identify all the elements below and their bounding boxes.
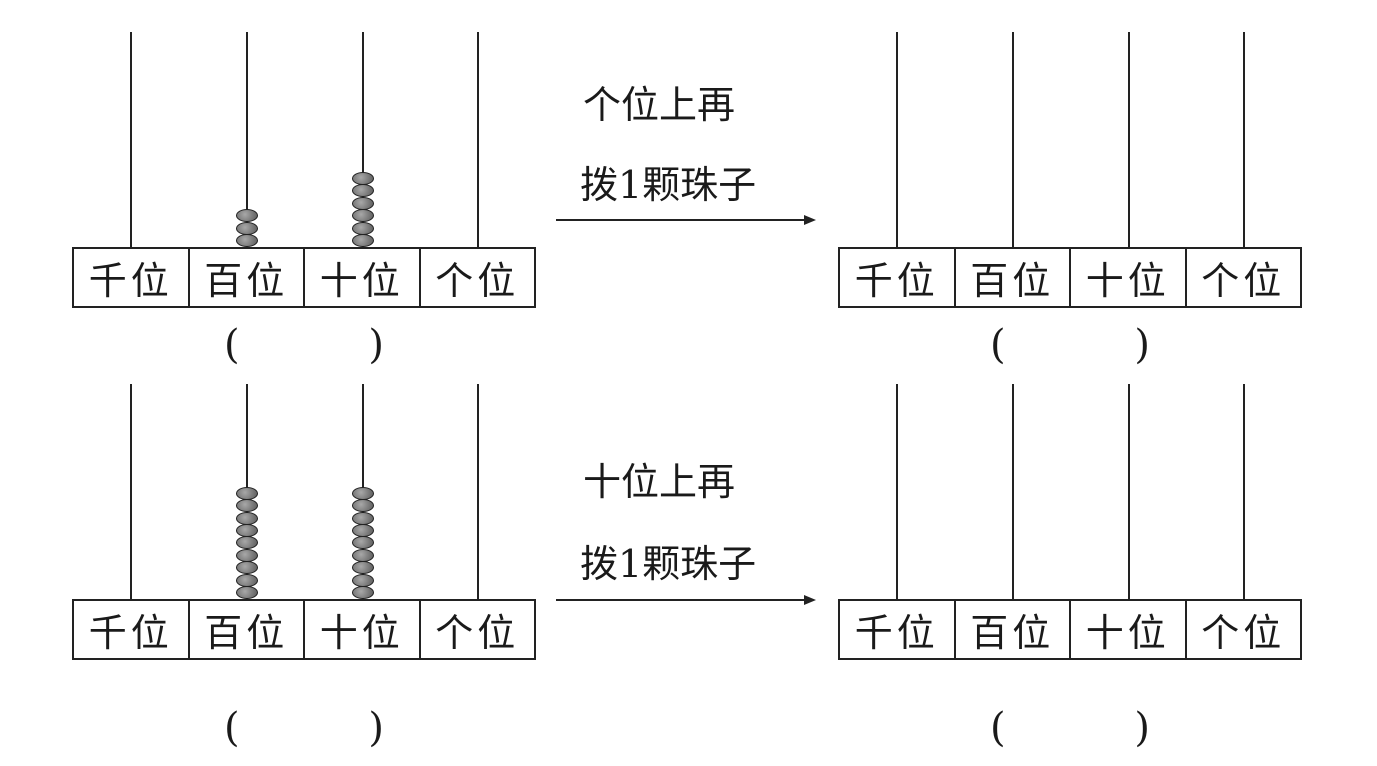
close-paren: ) [1134,705,1150,751]
rod-thousands [130,32,132,247]
bead-tens [352,499,374,513]
bead-hundreds [236,234,258,247]
rod-ones [1243,384,1245,599]
label-thousands: 千位 [840,249,956,306]
rods [72,384,536,599]
bead-tens [352,172,374,185]
rod-ones [477,384,479,599]
close-paren: ) [1134,322,1150,368]
bead-tens [352,524,374,537]
answer-blank-row1-left[interactable]: ( ) [224,320,384,370]
rod-thousands [896,32,898,247]
label-tens: 十位 [1071,249,1187,306]
bead-tens [352,221,374,235]
bead-hundreds [236,561,258,575]
label-thousands: 千位 [74,601,190,658]
rod-ones [1243,32,1245,247]
open-paren: ( [224,322,240,368]
answer-blank-row2-left[interactable]: ( ) [224,703,384,753]
rods [838,384,1302,599]
rod-tens [1128,32,1130,247]
label-tens: 十位 [305,249,421,306]
instruction-row2-line2: 拨1颗珠子 [580,542,757,586]
rod-tens [362,32,364,247]
close-paren: ) [368,322,384,368]
instruction-row1-line2: 拨1颗珠子 [580,163,757,207]
bead-hundreds [236,499,258,513]
label-ones: 个位 [435,259,520,303]
bead-tens [352,184,374,198]
bead-tens [352,573,374,587]
label-hundreds: 百位 [956,601,1071,658]
abacus-row2-before: 千位 百位 十位 个位 [72,384,536,664]
abacus-row1-after: 千位 百位 十位 个位 [838,32,1302,312]
answer-blank-row2-right[interactable]: ( ) [990,703,1150,753]
arrow-row2-icon [556,595,816,605]
answer-blank-row1-right[interactable]: ( ) [990,320,1150,370]
bead-tens [352,548,374,562]
bead-tens [352,234,374,247]
rod-tens [1128,384,1130,599]
rod-thousands [130,384,132,599]
label-hundreds: 百位 [190,249,305,306]
bead-tens [352,511,374,525]
rod-hundreds [1012,32,1014,247]
bead-tens [352,486,374,500]
open-paren: ( [990,322,1006,368]
place-value-labels: 千位 百位 十位 个位 [72,247,536,308]
bead-hundreds [236,524,258,537]
open-paren: ( [990,705,1006,751]
place-value-labels: 千位 百位 十位 个位 [838,599,1302,660]
bead-hundreds [236,536,258,550]
label-tens: 十位 [1071,601,1187,658]
rod-hundreds [1012,384,1014,599]
bead-hundreds [236,511,258,525]
rod-thousands [896,384,898,599]
abacus-row1-before: 千位 百位 十位 个位 [72,32,536,312]
instruction-row2-line1: 十位上再 [583,460,736,504]
bead-tens [352,561,374,575]
bead-hundreds [236,221,258,235]
rods [72,32,536,247]
rod-ones [477,32,479,247]
label-hundreds: 百位 [956,249,1071,306]
rod-hundreds [246,32,248,247]
bead-tens [352,536,374,550]
bead-hundreds [236,586,258,599]
bead-tens [352,586,374,599]
rods [838,32,1302,247]
label-thousands: 千位 [840,601,956,658]
bead-hundreds [236,548,258,562]
label-hundreds: 百位 [190,601,305,658]
label-ones: 个位 [435,611,520,655]
label-ones: 个位 [1201,611,1286,655]
bead-hundreds [236,209,258,223]
place-value-labels: 千位 百位 十位 个位 [838,247,1302,308]
bead-tens [352,196,374,210]
open-paren: ( [224,705,240,751]
label-tens: 十位 [305,601,421,658]
label-ones: 个位 [1201,259,1286,303]
bead-hundreds [236,573,258,587]
place-value-labels: 千位 百位 十位 个位 [72,599,536,660]
abacus-row2-after: 千位 百位 十位 个位 [838,384,1302,664]
close-paren: ) [368,705,384,751]
arrow-row1-icon [556,215,816,225]
instruction-row1-line1: 个位上再 [583,83,736,127]
bead-tens [352,209,374,223]
label-thousands: 千位 [74,249,190,306]
bead-hundreds [236,486,258,500]
